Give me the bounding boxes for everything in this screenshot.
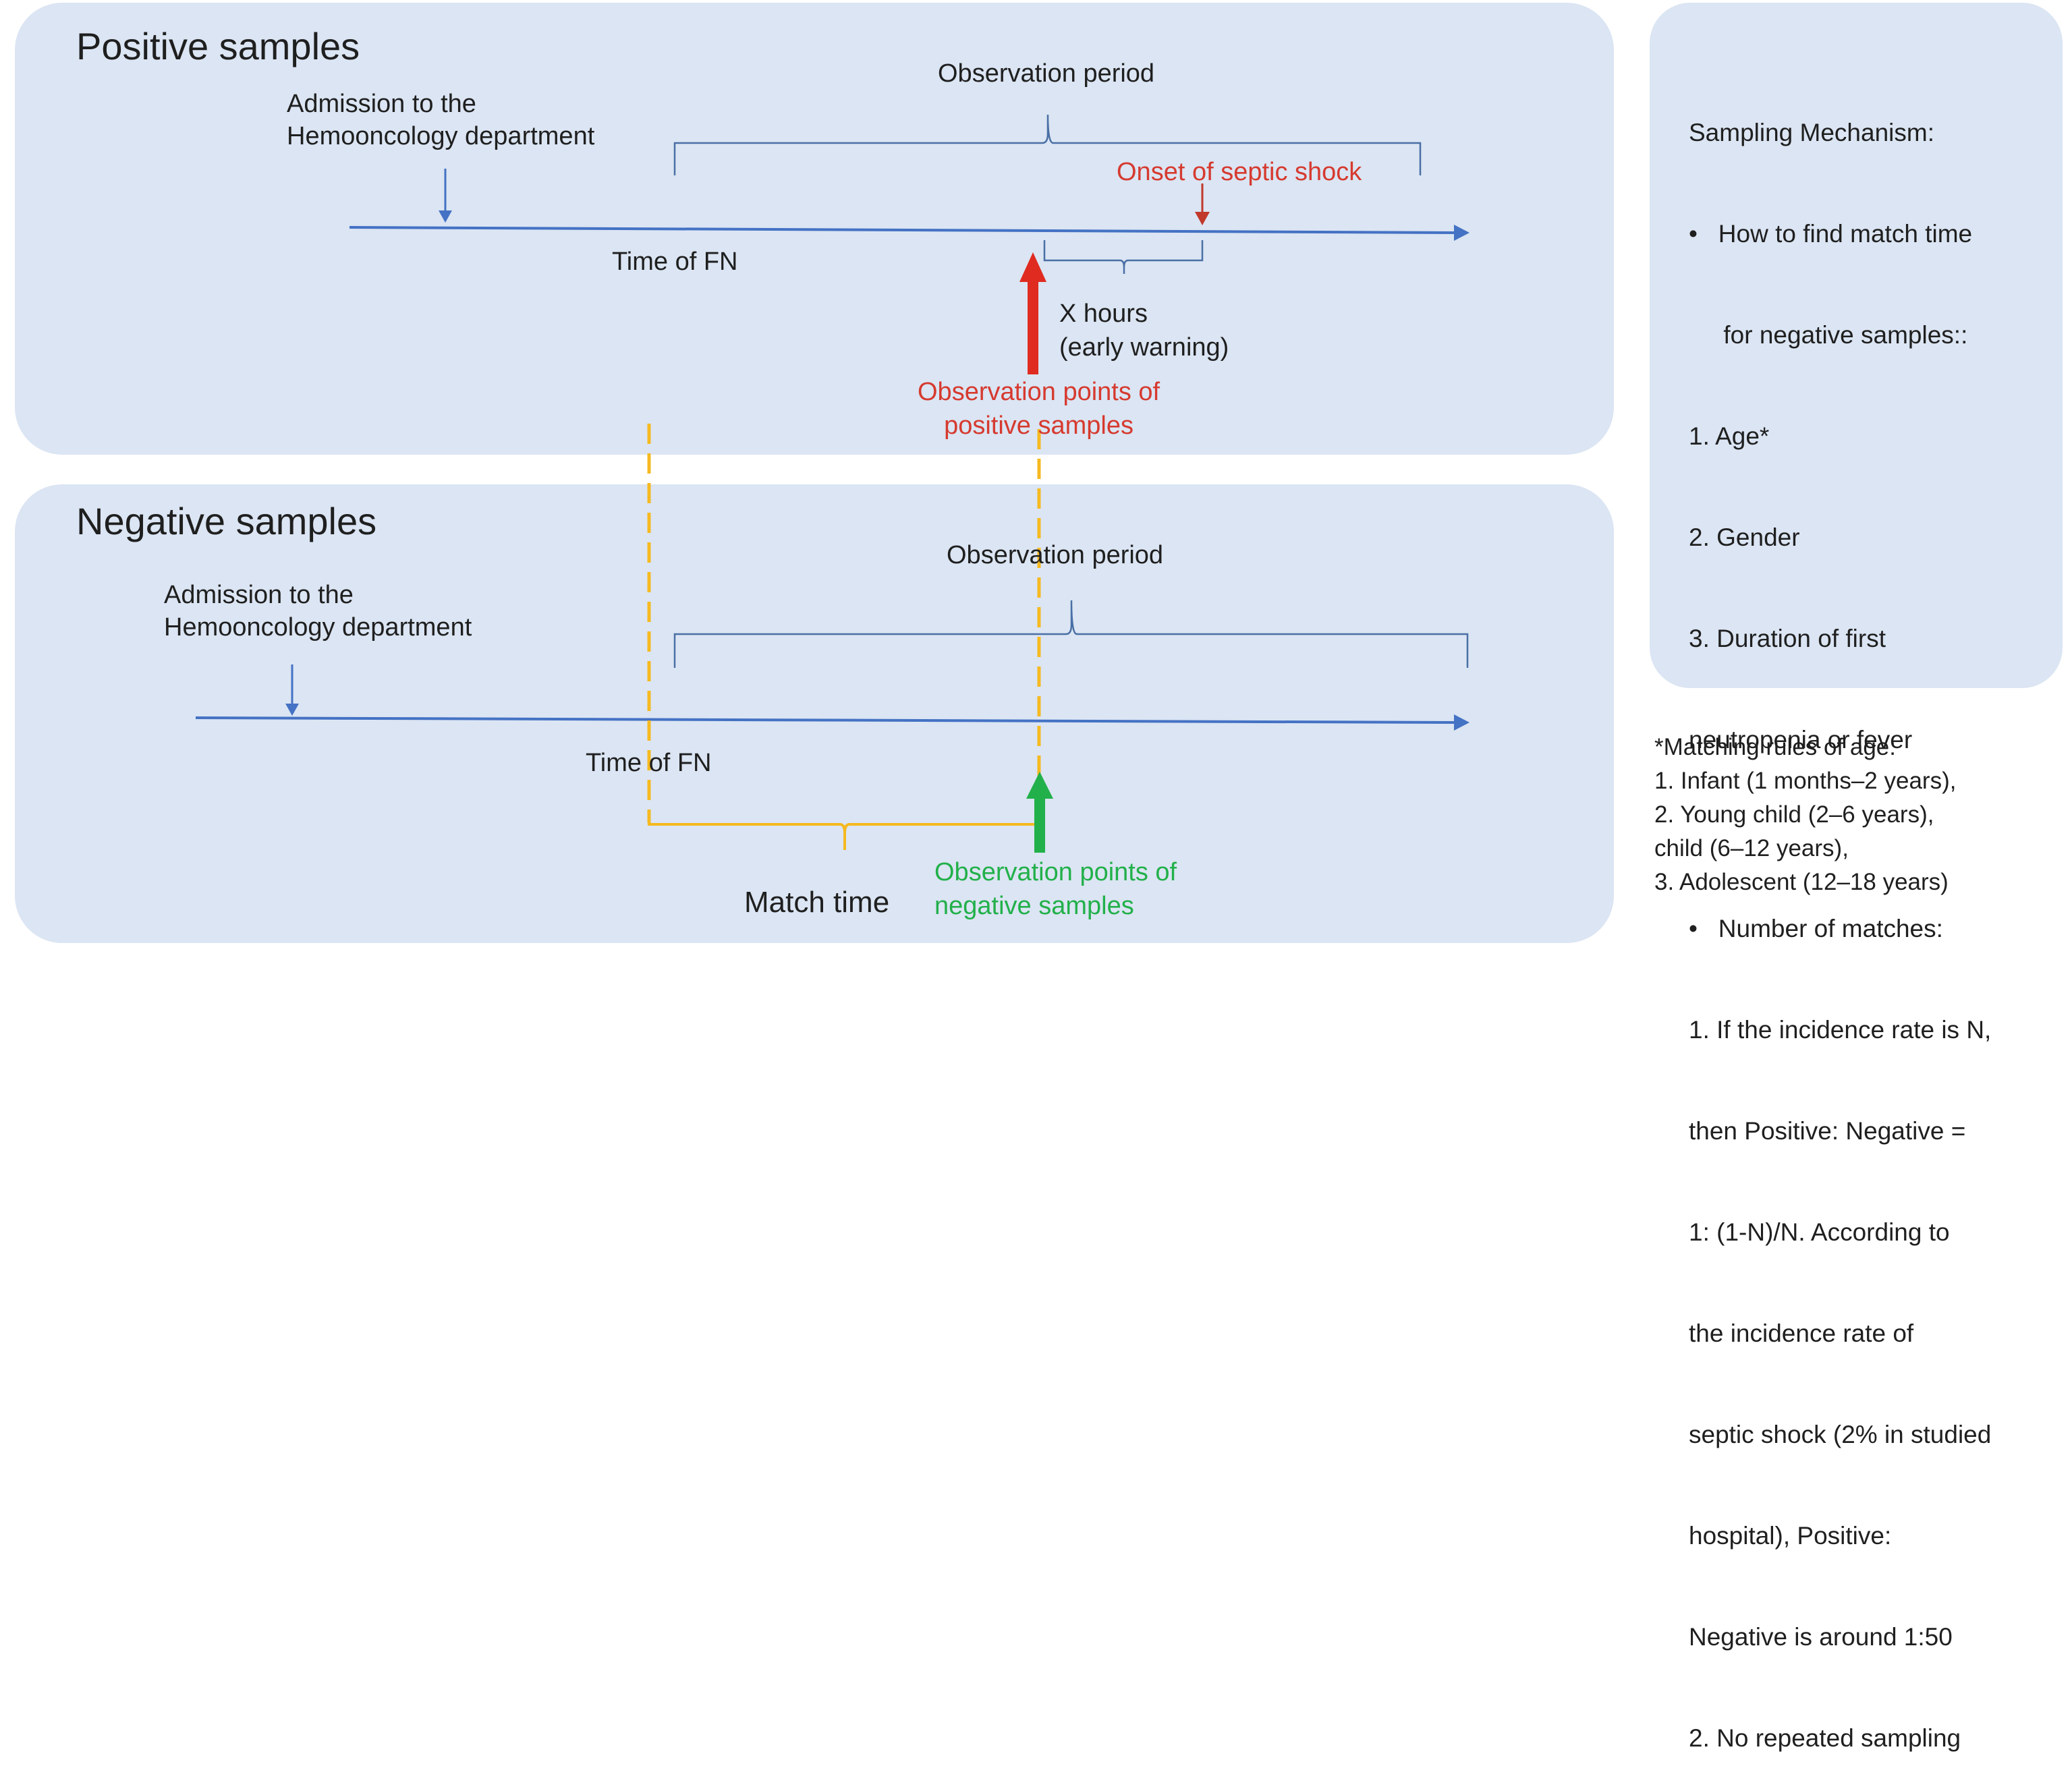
negative-time-of-fn-label: Time of FN [586,749,712,777]
negative-samples-panel [15,484,1614,943]
positive-observation-points-line-1: Observation points of [918,378,1160,406]
positive-timeline [349,226,1455,234]
sampling-line: hospital), Positive: [1689,1522,1892,1550]
sampling-line: Sampling Mechanism: [1689,119,1934,146]
sampling-line: septic shock (2% in studied [1689,1421,1992,1448]
positive-observation-brace [673,114,1422,175]
negative-timeline [195,716,1455,724]
sampling-line: for negative samples:: [1689,321,1968,349]
onset-arrowhead [1195,212,1210,225]
sampling-line: • Number of matches: [1689,915,1943,942]
match-time-brace [648,813,1040,850]
negative-observation-brace [673,600,1469,668]
negative-admission-arrowhead [285,704,299,716]
sampling-line: 3. Duration of first [1689,625,1886,652]
positive-admission-label: Admission to the Hemooncology department [287,88,594,152]
positive-observation-arrowhead [1019,252,1046,282]
sampling-line: neutropenia or fever [1689,726,1913,754]
sampling-line: the incidence rate of [1689,1319,1914,1347]
sampling-line: 2. Gender [1689,523,1800,551]
sampling-line: 2. No repeated sampling [1689,1724,1961,1752]
positive-time-of-fn-label: Time of FN [612,248,738,276]
age-matching-rules-text: *Matching rules of age: 1. Infant (1 mon… [1654,731,1956,899]
x-hours-label: X hours (early warning) [1059,297,1229,364]
positive-observation-points-label: Observation points of positive samples [918,375,1160,443]
sampling-line: 1. Age* [1689,422,1770,450]
age-rules-line: 3. Adolescent (12–18 years) [1654,869,1949,895]
negative-observation-arrowhead [1026,772,1053,799]
age-rules-line: child (6–12 years), [1654,835,1849,861]
negative-admission-line-2: Hemooncology department [164,613,472,642]
sampling-line: 1. If the incidence rate is N, [1689,1016,1992,1044]
negative-admission-label: Admission to the Hemooncology department [164,579,472,644]
negative-admission-line-1: Admission to the [164,581,354,609]
match-time-label: Match time [744,886,890,919]
sampling-mechanism-panel [1650,3,2063,688]
sampling-line: then Positive: Negative = [1689,1117,1966,1145]
onset-of-septic-shock-label: Onset of septic shock [1117,158,1362,186]
sampling-line: Negative is around 1:50 [1689,1623,1953,1651]
negative-observation-period-label: Observation period [947,541,1164,569]
positive-admission-line-1: Admission to the [287,90,476,118]
age-rules-line: 2. Young child (2–6 years), [1654,801,1934,828]
negative-observation-points-line-1: Observation points of [934,858,1177,886]
age-rules-line: 1. Infant (1 months–2 years), [1654,768,1957,794]
negative-observation-points-label: Observation points of negative samples [934,855,1177,923]
negative-samples-title: Negative samples [76,500,377,542]
positive-observation-period-label: Observation period [938,59,1155,88]
x-hours-brace [1043,240,1204,274]
age-rules-line: *Matching rules of age: [1654,734,1896,760]
negative-timeline-arrowhead [1454,714,1469,731]
sampling-line: • How to find match time [1689,220,1973,248]
positive-samples-title: Positive samples [76,25,360,67]
positive-admission-arrowhead [439,210,452,223]
positive-observation-points-line-2: positive samples [944,411,1133,440]
x-hours-line-2: (early warning) [1059,333,1229,362]
x-hours-line-1: X hours [1059,300,1148,328]
positive-admission-line-2: Hemooncology department [287,122,595,150]
sampling-line: 1: (1-N)/N. According to [1689,1218,1950,1246]
sampling-mechanism-text: Sampling Mechanism: • How to find match … [1689,49,1991,1789]
diagram-graphics [195,114,1469,853]
positive-observation-arrow-shaft [1028,280,1038,374]
negative-observation-points-line-2: negative samples [934,892,1134,920]
negative-observation-arrow-shaft [1034,796,1045,853]
positive-timeline-arrowhead [1454,225,1469,241]
